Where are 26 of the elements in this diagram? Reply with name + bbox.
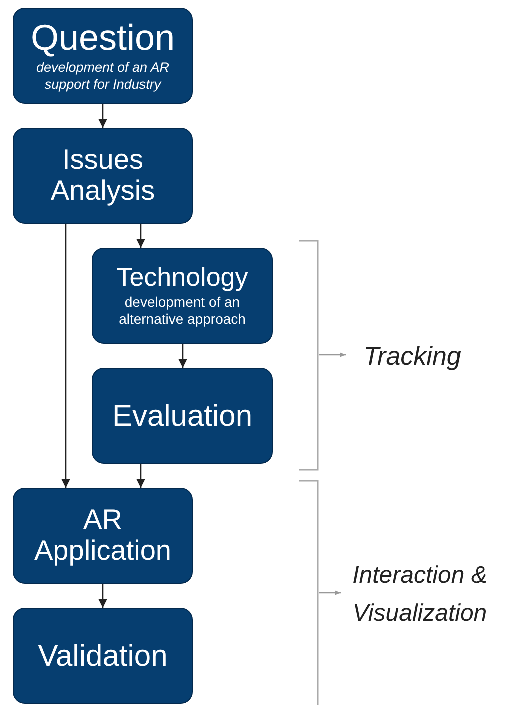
box-title: AR Application <box>34 505 172 567</box>
process-box <box>13 128 193 224</box>
bracket <box>299 240 319 471</box>
process-box <box>92 248 273 344</box>
process-box <box>13 8 193 104</box>
side-label: Interaction & Visualization <box>352 560 488 629</box>
arrow <box>136 464 146 488</box>
arrow <box>98 584 108 608</box>
box-title: Question <box>30 18 176 58</box>
arrow <box>98 104 108 128</box>
bracket <box>299 480 319 706</box>
process-box <box>92 368 273 464</box>
arrow <box>178 344 188 368</box>
process-box <box>13 488 193 584</box>
process-box <box>13 608 193 704</box>
box-subtitle: development of an AR support for Industry <box>35 60 171 94</box>
box-subtitle: development of an alternative approach <box>118 294 247 329</box>
arrow <box>319 590 341 596</box>
arrow <box>136 224 146 248</box>
box-title: Evaluation <box>112 400 253 432</box>
side-label: Tracking <box>364 342 462 370</box>
arrow <box>62 224 70 488</box>
box-title: Issues Analysis <box>50 145 156 207</box>
arrow <box>319 352 346 358</box>
box-title: Technology <box>116 263 248 292</box>
box-title: Validation <box>38 640 168 672</box>
